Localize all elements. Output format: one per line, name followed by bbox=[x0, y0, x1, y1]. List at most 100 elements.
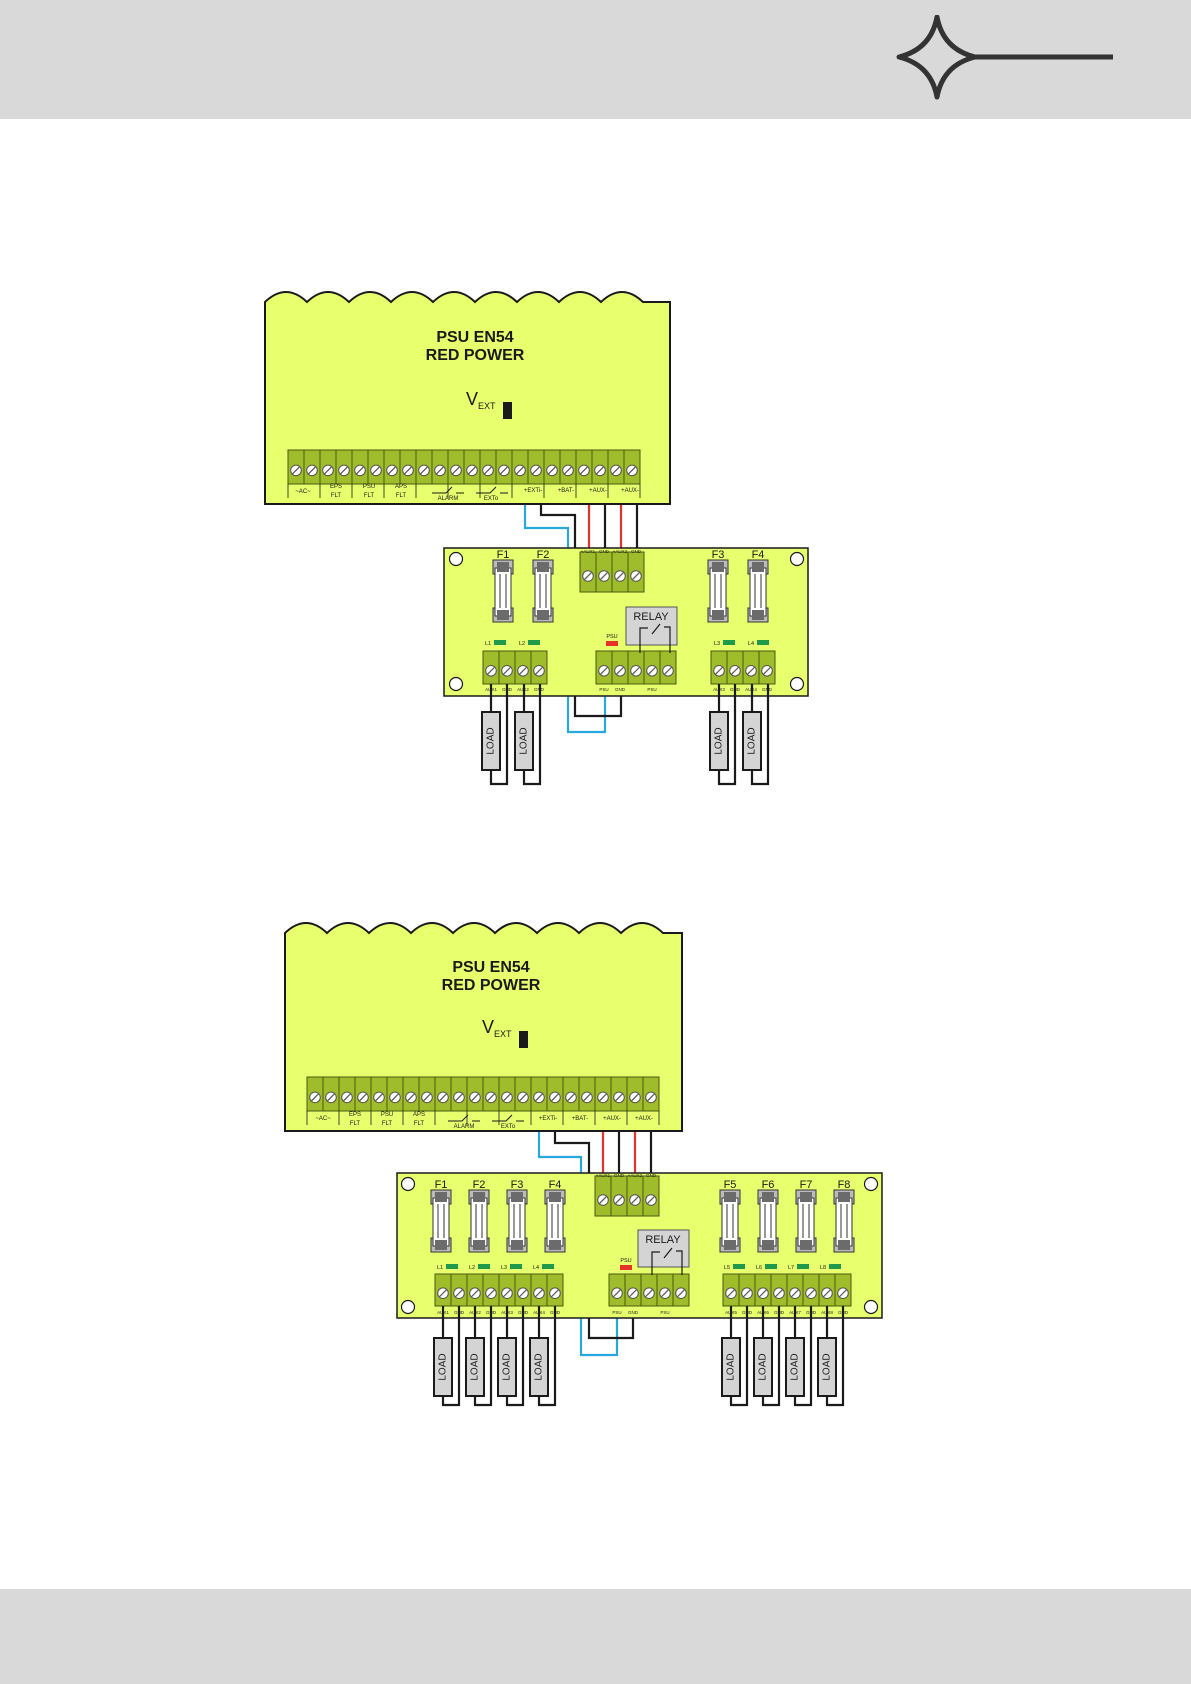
load-body bbox=[817, 1337, 837, 1397]
screw-slot bbox=[600, 572, 608, 580]
label-aux-a: +AUX- bbox=[589, 488, 607, 494]
label-eps: EPS bbox=[349, 1112, 361, 1118]
fuse-cap bbox=[712, 610, 724, 620]
screw-slot bbox=[404, 466, 412, 475]
fuse: F5 bbox=[719, 1179, 741, 1253]
screw-slot bbox=[407, 1093, 415, 1102]
four-point-star-with-line-icon bbox=[896, 15, 1113, 100]
screw-slot bbox=[632, 572, 640, 580]
screw-slot bbox=[455, 1289, 463, 1298]
screw-slot bbox=[327, 1093, 335, 1102]
module-out-right bbox=[722, 1273, 852, 1307]
screw-slot bbox=[516, 466, 524, 475]
led-indicator bbox=[542, 1264, 554, 1269]
load-body bbox=[514, 711, 534, 771]
led-indicator bbox=[733, 1264, 745, 1269]
fuse-glass bbox=[721, 1197, 739, 1247]
screw-slot bbox=[535, 1289, 543, 1298]
label-aux-b: +AUX- bbox=[621, 488, 639, 494]
led-label: L4 bbox=[533, 1265, 539, 1271]
screw-slot bbox=[500, 466, 508, 475]
screw-slot bbox=[503, 1289, 511, 1298]
wire-black bbox=[489, 684, 509, 786]
screw-slot bbox=[807, 1289, 815, 1298]
screw-slot bbox=[340, 466, 348, 475]
screw-slot bbox=[455, 1093, 463, 1102]
fuse-label: F5 bbox=[724, 1179, 737, 1191]
fuse-cap bbox=[435, 1240, 447, 1250]
module-out-label: GND bbox=[628, 1310, 639, 1315]
screw-slot bbox=[375, 1093, 383, 1102]
psu-title-line1: PSU EN54 bbox=[436, 329, 513, 346]
mounting-holes bbox=[448, 551, 805, 692]
screw-slot bbox=[645, 1289, 653, 1298]
wire-black bbox=[522, 684, 542, 786]
fuse: F4 bbox=[747, 549, 769, 623]
wire-black bbox=[537, 1306, 557, 1407]
fuse-glass bbox=[546, 1197, 564, 1247]
module-out-label: PSU bbox=[647, 687, 656, 692]
fuse: F6 bbox=[757, 1179, 779, 1253]
screw-slot bbox=[631, 1196, 639, 1204]
screw-slot bbox=[677, 1289, 685, 1298]
screw-slot bbox=[791, 1289, 799, 1298]
screw-slot bbox=[359, 1093, 367, 1102]
label-bat: +BAT- bbox=[572, 1116, 588, 1122]
vext-indicator bbox=[519, 1031, 528, 1048]
screw-slot bbox=[420, 466, 428, 475]
fuse-glass bbox=[759, 1197, 777, 1247]
screw-slot bbox=[484, 466, 492, 475]
load-label: LOAD bbox=[726, 1353, 737, 1380]
screw-slot bbox=[631, 1093, 639, 1102]
fuse-cap bbox=[752, 610, 764, 620]
label-psu: PSU bbox=[381, 1112, 393, 1118]
vext-indicator bbox=[503, 402, 512, 419]
load-label: LOAD bbox=[502, 1353, 513, 1380]
psu-led-label: PSU bbox=[606, 634, 617, 640]
fuse-cap bbox=[838, 1192, 850, 1202]
screw-slot bbox=[661, 1289, 669, 1298]
led-indicator bbox=[510, 1264, 522, 1269]
psu-led-label: PSU bbox=[620, 1258, 631, 1264]
psu-title-line1: PSU EN54 bbox=[452, 959, 529, 976]
screw-slot bbox=[503, 666, 511, 675]
fuse-cap bbox=[762, 1192, 774, 1202]
label-ac: ~AC~ bbox=[295, 489, 311, 495]
fuse-label: F3 bbox=[712, 549, 725, 561]
relay-label: RELAY bbox=[645, 1234, 681, 1246]
fuse-glass bbox=[835, 1197, 853, 1247]
screw-slot bbox=[615, 1093, 623, 1102]
screw-slot bbox=[519, 1093, 527, 1102]
screw-slot bbox=[391, 1093, 399, 1102]
screw-slot bbox=[583, 1093, 591, 1102]
load-body bbox=[785, 1337, 805, 1397]
screw-slot bbox=[468, 466, 476, 475]
load-body bbox=[481, 711, 501, 771]
vext-sub: EXT bbox=[494, 1029, 512, 1039]
label-ac: ~AC~ bbox=[315, 1116, 331, 1122]
fuse-cap bbox=[712, 562, 724, 572]
load-resistor: LOAD bbox=[709, 711, 729, 771]
label-aps-flt: FLT bbox=[414, 1121, 425, 1127]
label-aps-flt: FLT bbox=[396, 493, 407, 499]
fuse-cap bbox=[800, 1240, 812, 1250]
psu-terminal-strip bbox=[287, 449, 641, 498]
relay-label: RELAY bbox=[633, 611, 669, 623]
screw-slot bbox=[548, 466, 556, 475]
screw-slot bbox=[487, 1289, 495, 1298]
load-resistor: LOAD bbox=[481, 711, 501, 771]
module-out-label: PSU bbox=[599, 687, 608, 692]
label-alarm: ALARM bbox=[454, 1124, 475, 1130]
fuse-glass bbox=[797, 1197, 815, 1247]
footer-band bbox=[0, 1589, 1191, 1684]
screw-slot bbox=[823, 1289, 831, 1298]
load-label: LOAD bbox=[747, 727, 758, 754]
fuse: F7 bbox=[795, 1179, 817, 1253]
label-aux-b: +AUX- bbox=[635, 1116, 653, 1122]
led-label: L6 bbox=[756, 1265, 762, 1271]
screw-slot bbox=[596, 466, 604, 475]
fuse: F8 bbox=[833, 1179, 855, 1253]
module-out-mid bbox=[595, 650, 677, 685]
led-label: L4 bbox=[748, 641, 754, 647]
